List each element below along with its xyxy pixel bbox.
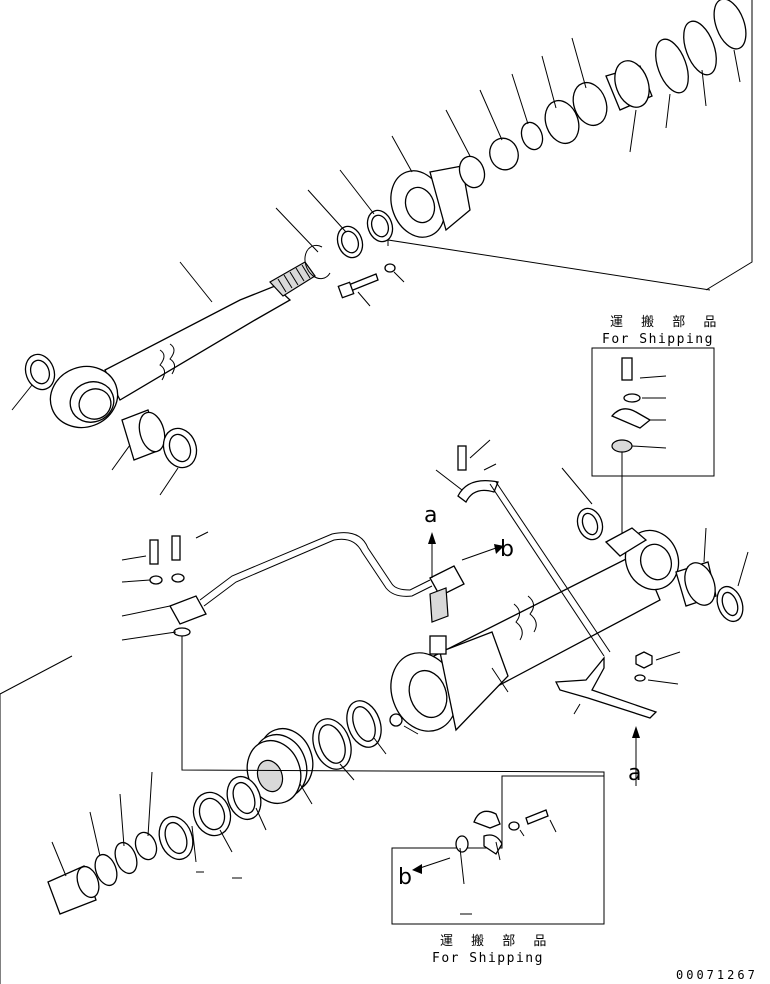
view-label-a-left: a (424, 503, 437, 528)
shipping-label-en-bottom: For Shipping (432, 951, 544, 966)
shipping-box-top: 運 搬 部 品 For Shipping (591, 315, 723, 540)
shipping-box-bottom: 運 搬 部 品 For Shipping (196, 775, 605, 966)
shipping-label-jp-bottom: 運 搬 部 品 (440, 934, 553, 949)
view-label-a-right: a (628, 761, 641, 786)
rod-assembly (11, 0, 753, 496)
shipping-label-jp-top: 運 搬 部 品 (610, 315, 723, 330)
cylinder-assembly (0, 439, 749, 984)
view-label-b-bottom: b (398, 865, 412, 890)
view-label-b-top: b (500, 537, 514, 562)
shipping-label-en-top: For Shipping (602, 332, 714, 347)
document-number: 00071267 (676, 968, 758, 982)
